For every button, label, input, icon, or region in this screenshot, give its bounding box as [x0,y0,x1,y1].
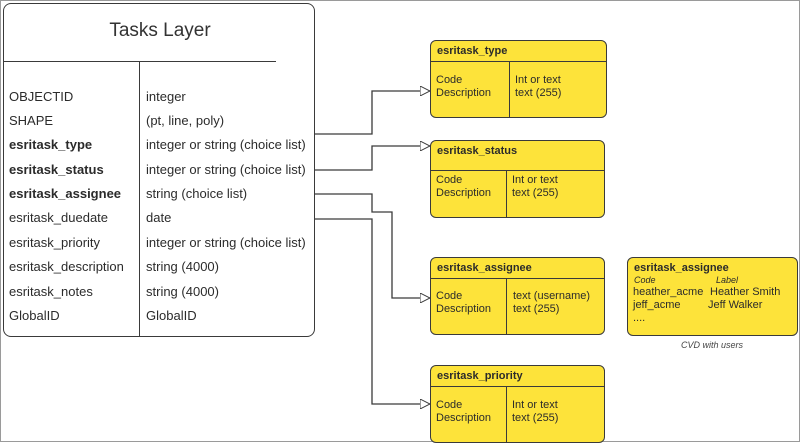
cvd-title: esritask_assignee [634,262,729,274]
description-label: Description [436,412,492,424]
field-type: integer or string (choice list) [146,162,306,177]
field-type: integer or string (choice list) [146,137,306,152]
domain-box-status: esritask_status Code Description Int or … [430,140,605,218]
connector-type [314,91,430,135]
field-type: (pt, line, poly) [146,113,225,128]
field-row: GlobalID GlobalID [4,308,316,328]
connector-assignee [314,193,430,298]
domain-column-divider [506,278,507,334]
field-row: SHAPE (pt, line, poly) [4,113,316,133]
cvd-caption: CVD with users [680,340,743,350]
field-type: string (4000) [146,259,219,274]
field-name: GlobalID [9,308,60,323]
domain-box-assignee: esritask_assignee Code Description text … [430,257,605,335]
field-row: esritask_description string (4000) [4,259,316,279]
field-row: esritask_notes string (4000) [4,284,316,304]
code-value: text (username) [513,290,591,302]
code-label: Code [436,174,463,186]
field-row: esritask_status integer or string (choic… [4,162,316,182]
description-value: text (255) [512,187,559,199]
domain-title: esritask_assignee [437,262,532,274]
field-name: esritask_notes [9,284,93,299]
domain-column-divider [506,170,507,217]
description-value: text (255) [515,87,562,99]
code-value: Int or text [512,174,558,186]
code-label: Code [436,290,463,302]
tasks-layer-table: Tasks Layer OBJECTID integer SHAPE (pt, … [3,3,315,337]
field-name: esritask_assignee [9,186,122,201]
cvd-label: Heather Smith [710,286,781,298]
description-label: Description [436,187,492,199]
column-divider [139,61,140,337]
cvd-code: heather_acme [633,286,704,298]
domain-column-divider [509,61,510,117]
connector-status [314,146,430,171]
domain-column-divider [506,386,507,442]
cvd-label: Jeff Walker [708,299,763,311]
field-row: esritask_priority integer or string (cho… [4,235,316,255]
cvd-label-header: Label [716,275,739,285]
domain-divider [431,386,604,387]
description-label: Description [436,87,492,99]
layer-title: Tasks Layer [109,20,211,41]
connector-priority [314,218,430,404]
title-divider [4,61,276,62]
field-type: string (choice list) [146,186,248,201]
description-value: text (255) [512,412,559,424]
domain-divider [431,170,604,171]
domain-divider [431,61,606,62]
domain-divider [431,278,604,279]
field-name: esritask_type [9,137,93,152]
cvd-box: esritask_assignee Code Label heather_acm… [627,257,798,336]
description-value: text (255) [513,303,560,315]
code-label: Code [436,74,463,86]
field-type: integer or string (choice list) [146,235,306,250]
field-name: esritask_status [9,162,104,177]
domain-title: esritask_type [437,45,508,57]
code-value: Int or text [512,399,558,411]
field-row: esritask_type integer or string (choice … [4,137,316,157]
domain-title: esritask_status [437,145,518,157]
field-row: esritask_duedate date [4,210,316,230]
code-label: Code [436,399,463,411]
field-type: date [146,210,172,225]
field-name: esritask_description [9,259,124,274]
domain-box-priority: esritask_priority Code Description Int o… [430,365,605,443]
field-name: esritask_priority [9,235,101,250]
field-type: GlobalID [146,308,197,323]
field-type: integer [146,89,186,104]
cvd-code-header: Code [634,275,656,285]
domain-box-type: esritask_type Code Description Int or te… [430,40,607,118]
code-value: Int or text [515,74,561,86]
field-name: OBJECTID [9,89,74,104]
cvd-code: .... [633,312,646,324]
description-label: Description [436,303,492,315]
domain-title: esritask_priority [437,370,523,382]
field-type: string (4000) [146,284,219,299]
field-row: esritask_assignee string (choice list) [4,186,316,206]
field-row: OBJECTID integer [4,89,316,109]
field-name: SHAPE [9,113,54,128]
field-name: esritask_duedate [9,210,109,225]
cvd-code: jeff_acme [633,299,681,311]
